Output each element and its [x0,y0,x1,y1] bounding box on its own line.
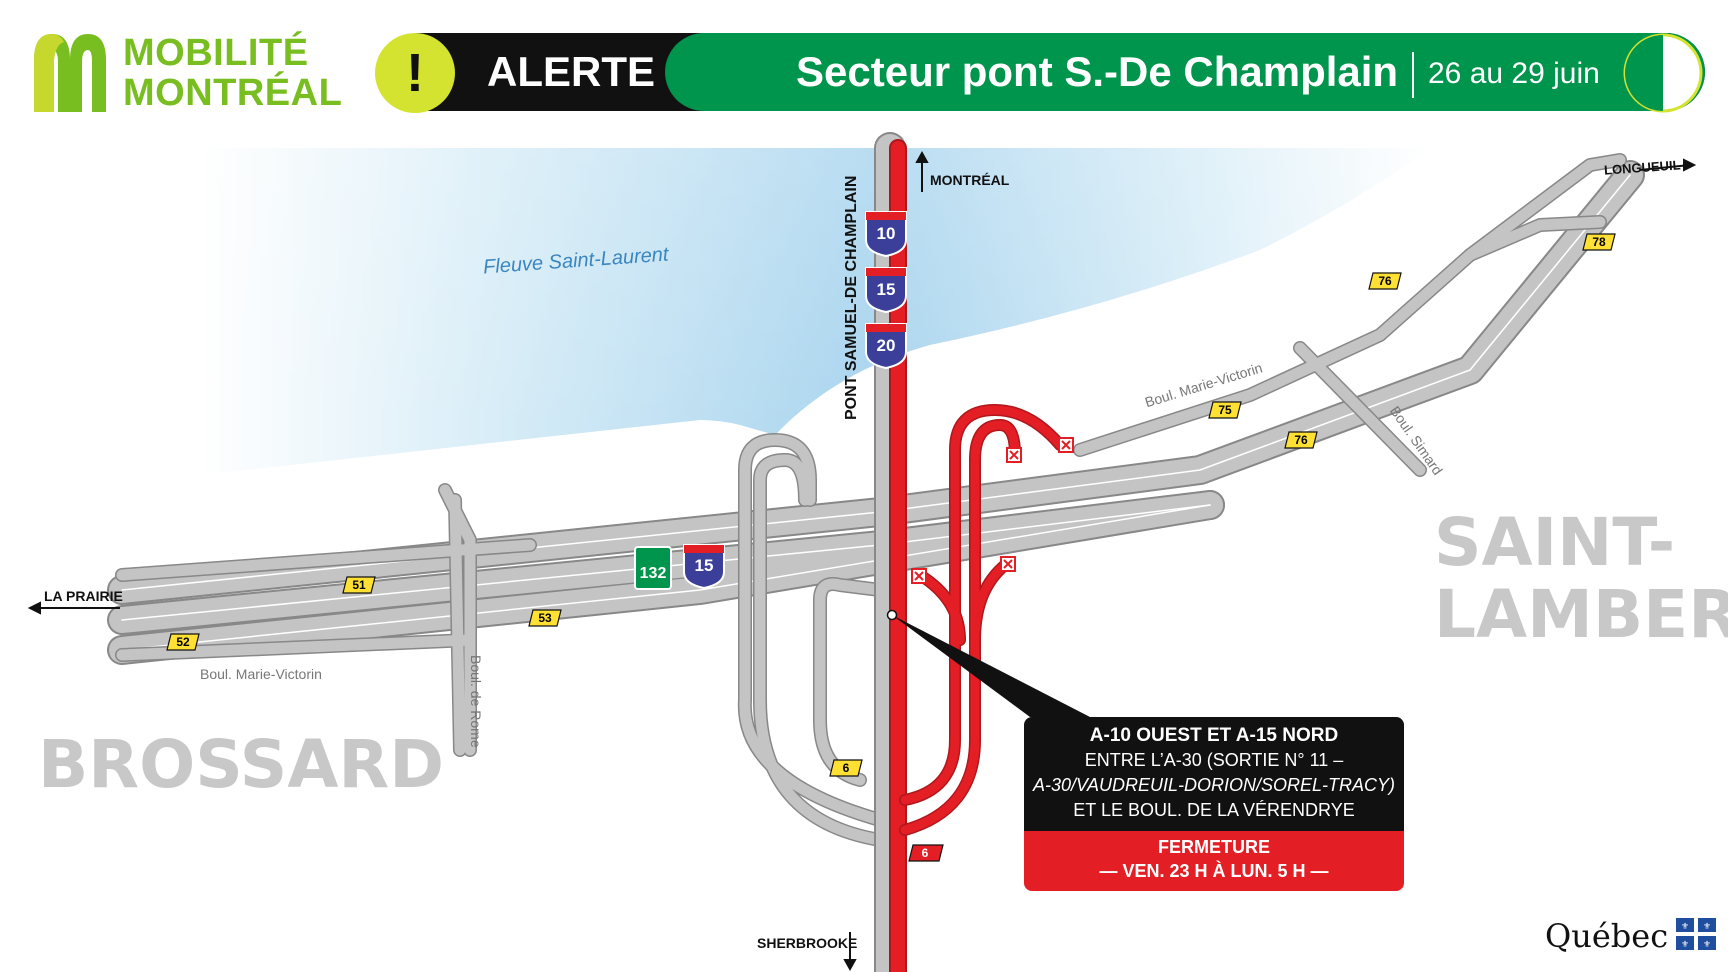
city-saint-lambert-2: LAMBERT [1434,576,1728,653]
r132-shield-number: 132 [639,565,667,582]
street-de-rome: Boul. de Rome [468,655,484,748]
closure-x-icon [1000,556,1016,572]
exit-76-south: 76 [1294,433,1308,447]
closure-x-icon [911,568,927,584]
closure-heading: A-10 OUEST ET A-15 NORD [1089,725,1339,746]
a15-shield-icon [865,267,907,314]
closure-line-1: ENTRE L’A-30 (SORTIE N° 11 – [1084,750,1344,770]
montreal-direction: MONTRÉAL [930,172,1010,188]
city-saint-lambert-1: SAINT- [1434,504,1676,581]
logo-wordmark: MOBILITÉ MONTRÉAL [123,33,342,113]
a15-mid-shield-icon [683,544,725,590]
logo-line-1: MOBILITÉ [123,32,309,74]
exit-51: 51 [352,578,366,592]
svg-text:⚜: ⚜ [1703,922,1711,932]
quebec-flag-icon: ⚜ ⚜ ⚜ ⚜ [1676,918,1716,950]
exit-tags [166,233,1616,777]
date-range: 26 au 29 juin [1428,57,1600,90]
closure-description: A-10 OUEST ET A-15 NORD ENTRE L’A-30 (SO… [1024,717,1404,831]
a20-shield-icon [865,323,907,370]
exit-52: 52 [176,635,190,649]
exit-6-west: 6 [842,761,850,775]
closure-schedule: — VEN. 23 H À LUN. 5 H — [1099,861,1329,881]
alert-icon [375,33,455,113]
closure-line-3: ET LE BOUL. DE LA VÉRENDRYE [1073,800,1355,820]
a10-shield-number: 10 [876,224,896,243]
page-title: Secteur pont S.-De Champlain [796,48,1399,95]
title-banner [665,33,1705,111]
exit-tag-red [908,844,944,862]
callout-pointer [892,615,1090,717]
a10-shield-icon [865,211,907,258]
closure-info-box: A-10 OUEST ET A-15 NORD ENTRE L’A-30 (SO… [1024,717,1404,891]
title-separator [1412,52,1414,98]
direction-arrows [27,150,1697,972]
closure-markers [911,437,1074,584]
exit-53: 53 [538,611,552,625]
closure-status: FERMETURE — VEN. 23 H À LUN. 5 H — [1024,831,1404,891]
a15-mid-shield-number: 15 [694,556,714,575]
logo-line-2: MONTRÉAL [123,72,343,114]
a20-shield-number: 20 [876,336,896,355]
street-marie-victorin-west: Boul. Marie-Victorin [200,666,322,682]
exit-6-east: 6 [921,846,929,860]
exit-78: 78 [1592,235,1606,249]
closure-status-label: FERMETURE [1158,837,1270,857]
exit-75: 75 [1218,403,1232,417]
city-brossard: BROSSARD [38,726,445,803]
svg-text:⚜: ⚜ [1703,940,1711,950]
alert-label: ALERTE [487,48,655,95]
la-prairie-direction: LA PRAIRIE [44,588,123,604]
alert-symbol: ! [406,43,424,103]
svg-text:⚜: ⚜ [1681,922,1689,932]
r132-shield-icon [634,546,672,590]
svg-text:⚜: ⚜ [1681,940,1689,950]
closure-line-2: A-30/VAUDREUIL-DORION/SOREL-TRACY) [1032,775,1396,795]
mobilite-montreal-logo-icon [34,34,106,112]
closure-x-icon [1058,437,1074,453]
quebec-wordmark: Québec [1545,917,1669,955]
bridge-label: PONT SAMUEL-DE CHAMPLAIN [843,175,860,420]
a15-shield-number: 15 [876,280,896,299]
half-moon-icon [1623,33,1703,113]
quebec-logo: Québec [1545,918,1668,954]
closure-x-icon [1006,447,1022,463]
sherbrooke-direction: SHERBROOKE [757,935,858,951]
exit-76-north: 76 [1378,274,1392,288]
